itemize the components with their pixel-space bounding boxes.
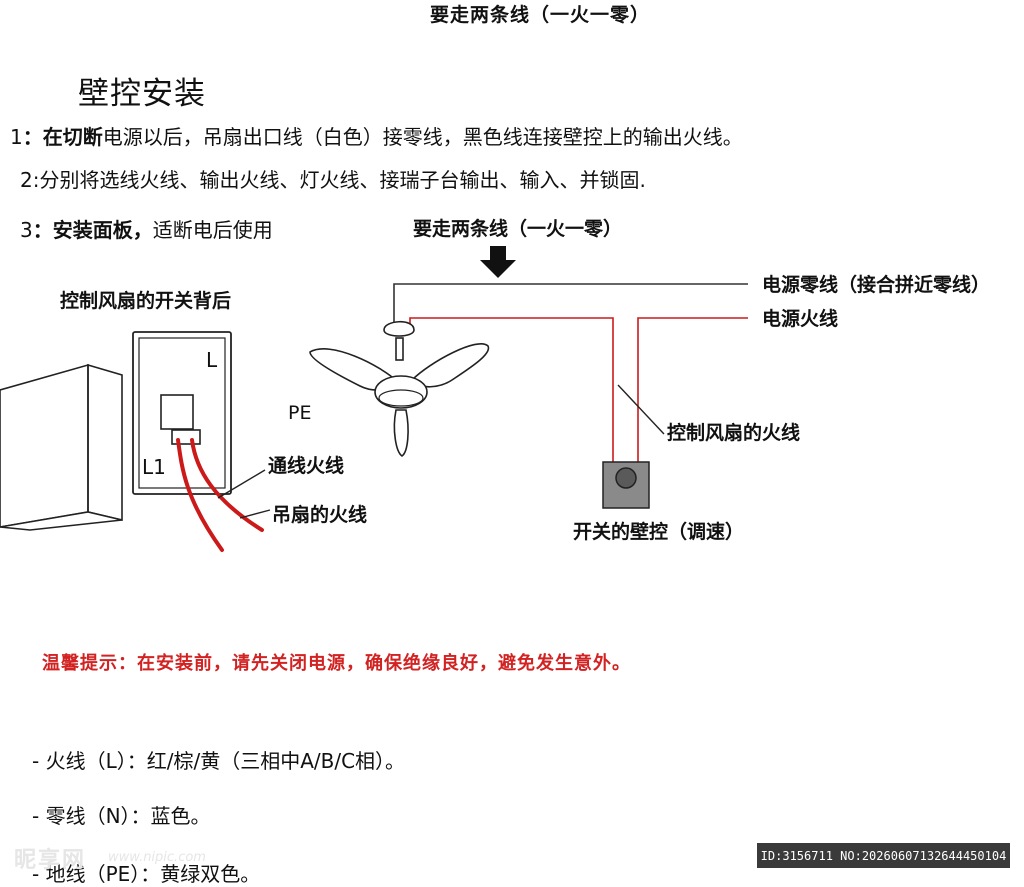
fan-wires-icon	[176, 438, 264, 552]
pe-label: PE	[288, 402, 312, 424]
step-2: 2:分别将选线火线、输出火线、灯火线、接瑞子台输出、输入、并锁固.	[20, 164, 646, 193]
wall-switch-label: 开关的壁控（调速）	[573, 521, 745, 543]
step-3: 3：安装面板，适断电后使用	[20, 214, 273, 243]
step-1-num: 1	[10, 125, 23, 149]
terminal-l1-label: L1	[142, 455, 166, 479]
wall-switch-icon	[602, 461, 650, 509]
pointer-lines-icon	[217, 469, 271, 519]
watermark-logo: 昵享网	[14, 848, 87, 873]
step-3-num: 3	[20, 218, 33, 242]
step-1-bold: ：在切断	[22, 125, 103, 149]
step-3-text: 适断电后使用	[152, 218, 273, 242]
through-live-label: 通线火线	[268, 455, 345, 477]
section-heading: 壁控安装	[78, 76, 206, 112]
down-arrow-icon	[480, 246, 516, 278]
watermark-url: www.nipic.com	[108, 850, 206, 865]
watermark-id-badge: ID:3156711 NO:20260607132644450104	[757, 843, 1010, 868]
live-label: 电源火线	[762, 308, 839, 330]
warning-text: 温馨提示：在安装前，请先关闭电源，确保绝缘良好，避免发生意外。	[42, 653, 631, 674]
neutral-wire-text: - 零线（N）：蓝色。	[32, 804, 211, 828]
step-2-num: 2	[20, 168, 33, 192]
wall-box-icon	[0, 363, 123, 531]
ground-wire-text: - 地线（PE）：黄绿双色。	[32, 862, 261, 886]
mid-title: 要走两条线（一火一零）	[413, 218, 623, 240]
neutral-wire-icon	[393, 283, 748, 330]
switch-back-plate-icon	[132, 331, 232, 495]
step-1: 1：在切断电源以后，吊扇出口线（白色）接零线，黑色线连接壁控上的输出火线。	[10, 121, 743, 150]
fan-live-label: 吊扇的火线	[272, 504, 368, 526]
ceiling-fan-icon	[309, 320, 490, 457]
top-title: 要走两条线（一火一零）	[430, 4, 651, 26]
step-3-bold: ：安装面板，	[32, 218, 153, 242]
step-1-text: 电源以后，吊扇出口线（白色）接零线，黑色线连接壁控上的输出火线。	[102, 125, 743, 149]
step-2-text: :分别将选线火线、输出火线、灯火线、接瑞子台输出、输入、并锁固.	[32, 168, 646, 192]
live-wire-text: - 火线（L）：红/棕/黄（三相中A/B/C相）。	[32, 749, 406, 773]
neutral-label: 电源零线（接合拼近零线）	[762, 274, 991, 296]
terminal-l-label: L	[206, 348, 218, 372]
switch-back-label: 控制风扇的开关背后	[60, 290, 232, 312]
control-pointer-icon	[617, 384, 665, 435]
control-live-label: 控制风扇的火线	[667, 422, 801, 444]
